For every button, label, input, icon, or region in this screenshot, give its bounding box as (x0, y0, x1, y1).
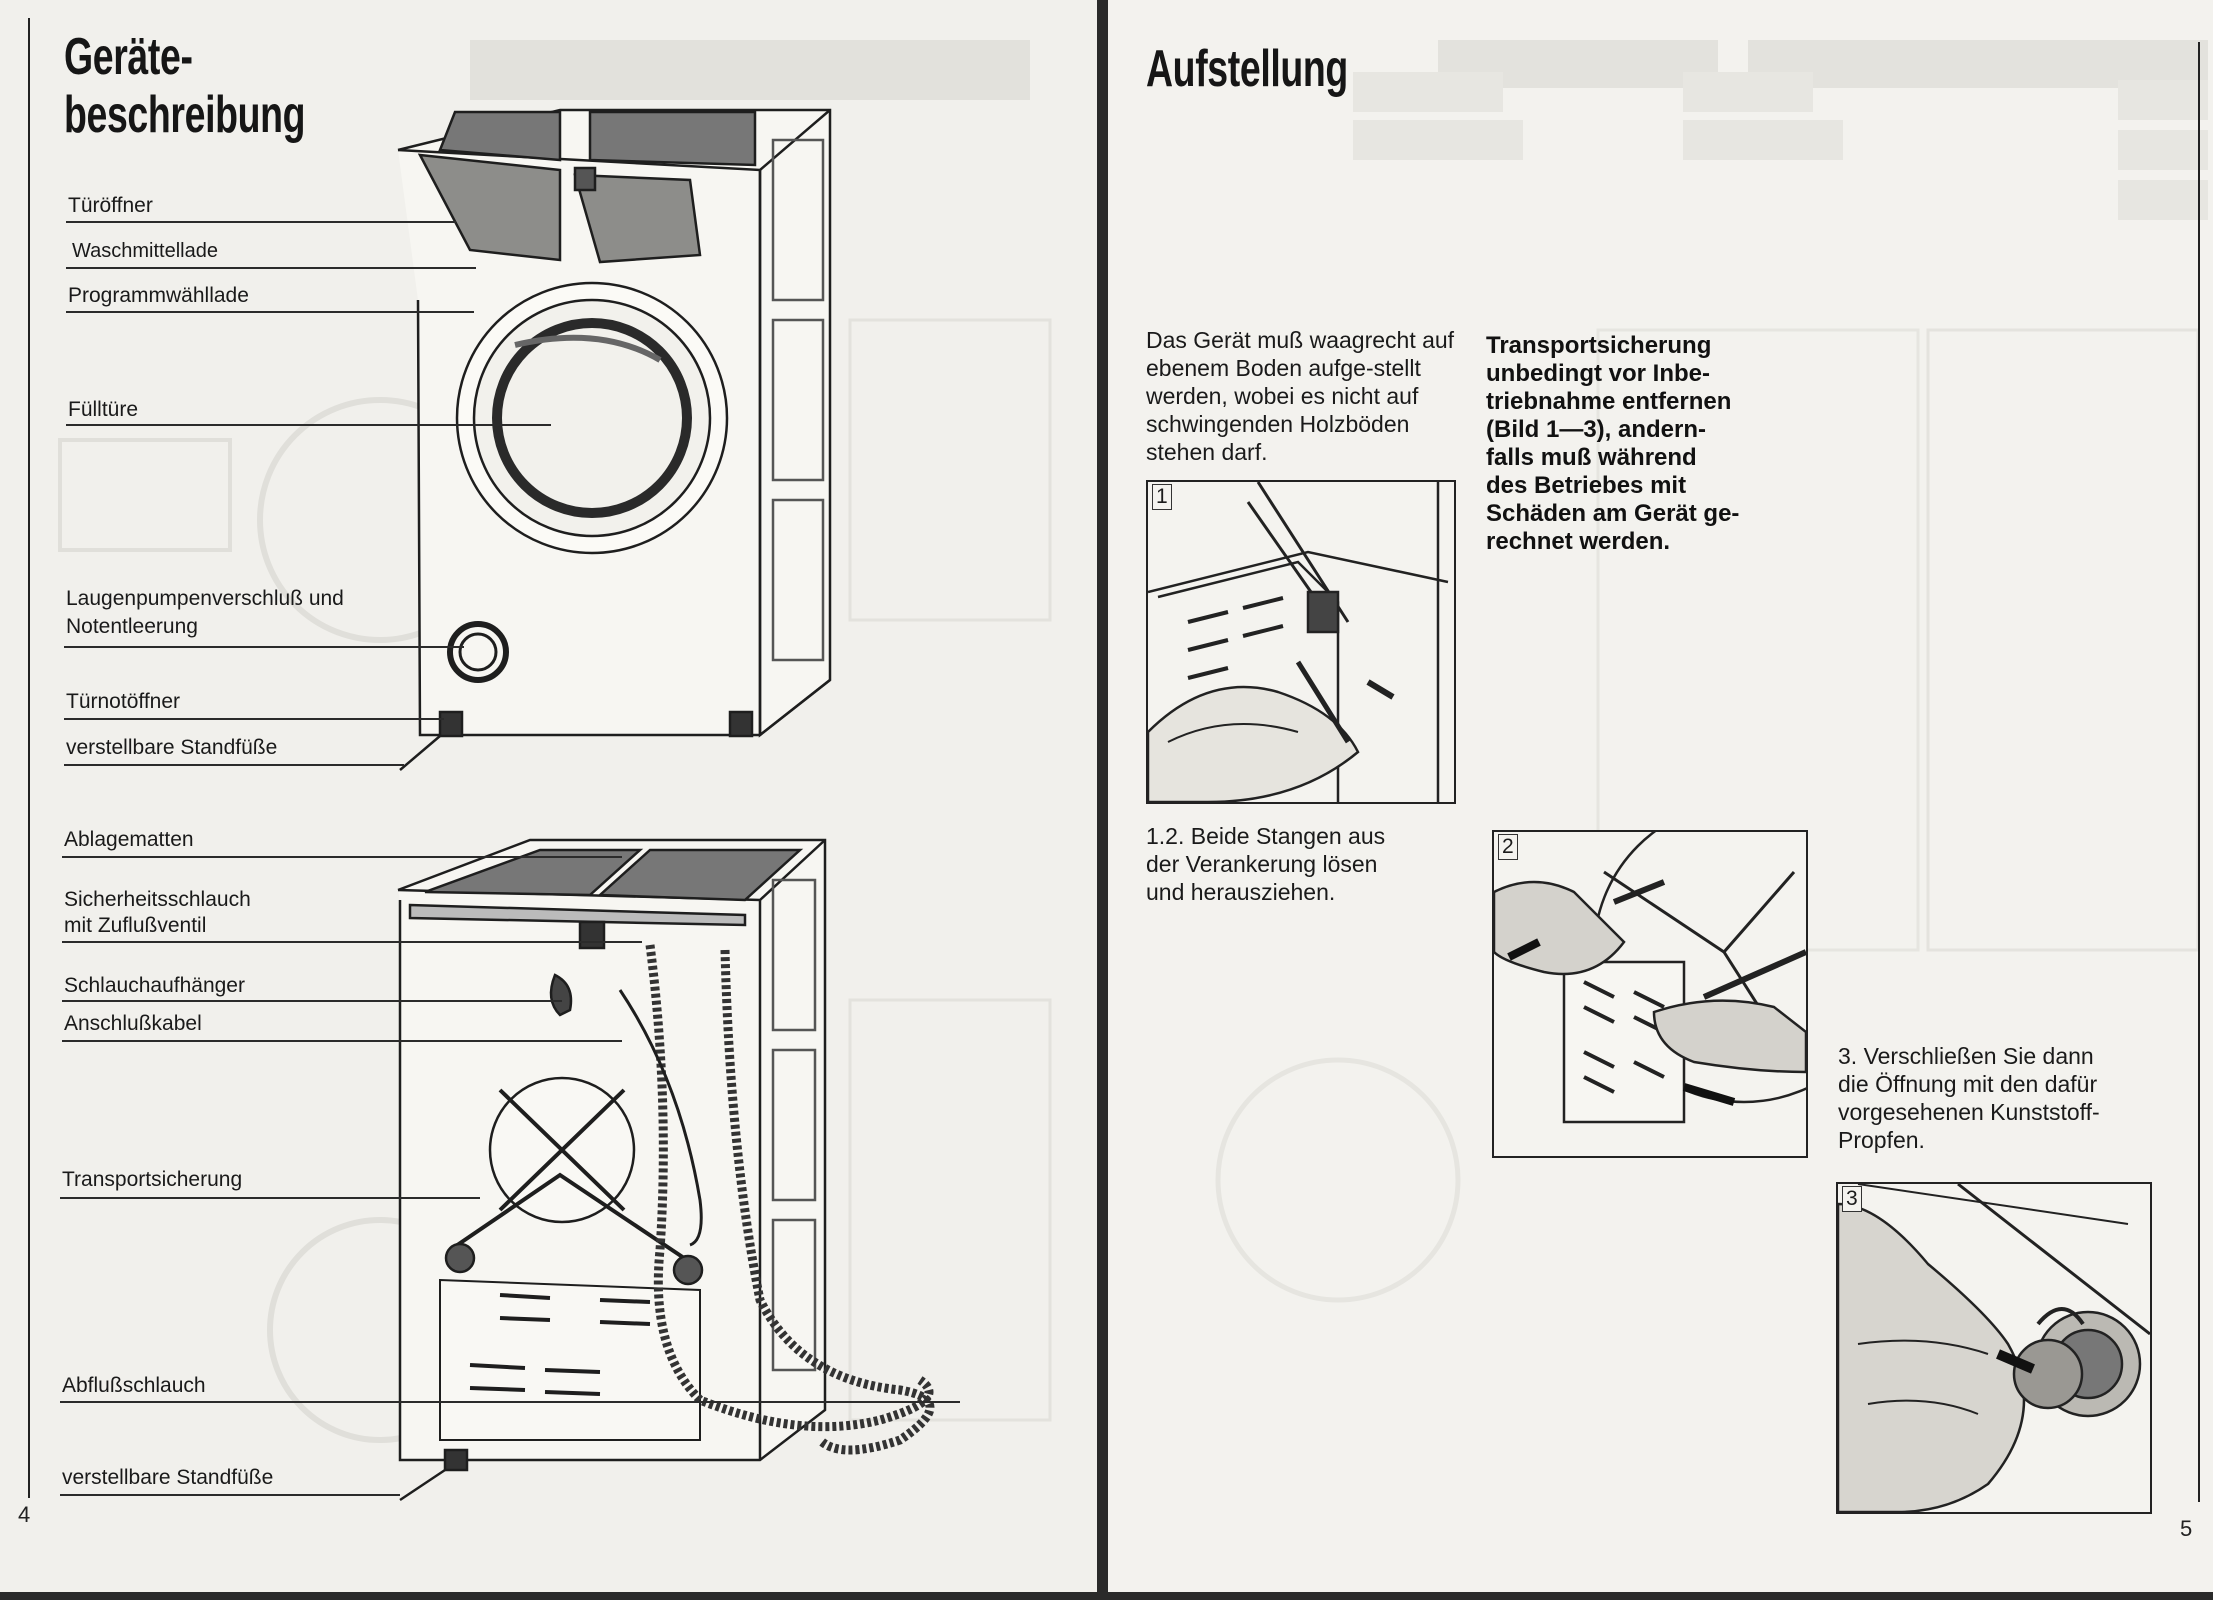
warning-line: rechnet werden. (1486, 528, 1671, 555)
label-abflussschlauch: Abflußschlauch (62, 1374, 206, 1397)
label-sicherheitsschlauch: Sicherheitsschlauch (64, 888, 251, 911)
page-title: Aufstellung (1146, 40, 1348, 98)
figure-2-illustration (1494, 832, 1806, 1124)
leader-line (66, 221, 456, 223)
step-12-line: und herausziehen. (1146, 879, 1336, 905)
step-3-line: die Öffnung mit den dafür (1838, 1071, 2098, 1097)
leader-line (62, 941, 642, 943)
figure-3: 3 (1836, 1182, 2152, 1514)
step-3-line: vorgesehenen Kunststoff- (1838, 1099, 2100, 1125)
leader-line (66, 311, 474, 313)
leader-line (60, 1197, 480, 1199)
leader-line (60, 1401, 960, 1403)
warning-line: des Betriebes mit (1486, 472, 1687, 499)
label-fuelltuere: Fülltüre (68, 398, 139, 421)
warning-line: Transportsicherung (1486, 332, 1712, 359)
label-zuflussventil: mit Zuflußventil (64, 914, 207, 937)
page-title-line1: Geräte- (64, 28, 193, 86)
label-standfuesse-lower: verstellbare Standfüße (62, 1466, 274, 1489)
leader-line (66, 424, 551, 426)
show-through-pattern (1215, 40, 2208, 1303)
leader-line (60, 1494, 400, 1496)
leader-line (64, 764, 404, 766)
leader-line (62, 856, 622, 858)
label-transportsicherung: Transportsicherung (62, 1168, 243, 1191)
leader-line (62, 1040, 622, 1042)
label-standfuesse-upper: verstellbare Standfüße (66, 736, 278, 759)
label-ablagematten: Ablagematten (64, 828, 194, 851)
right-margin-rule (2198, 42, 2200, 1502)
leader-line (64, 718, 444, 720)
warning-line: falls muß während (1486, 444, 1697, 471)
label-laugenpumpenverschluss: Laugenpumpenverschluß und (66, 587, 344, 610)
label-tueroeffner: Türöffner (68, 194, 153, 217)
washing-machine-diagram (397, 108, 935, 1502)
label-waschmittellade: Waschmittellade (72, 240, 218, 262)
page-number-left: 4 (18, 1502, 31, 1527)
figure-1-illustration (1148, 482, 1449, 802)
step-3-line: 3. Verschließen Sie dann (1838, 1043, 2094, 1069)
leader-line (62, 1000, 562, 1002)
page-title-line2: beschreibung (64, 86, 306, 144)
label-notentleerung: Notentleerung (66, 615, 198, 638)
step-12-line: der Verankerung lösen (1146, 851, 1378, 877)
figure-3-illustration (1838, 1184, 2150, 1512)
warning-line: (Bild 1—3), andern- (1486, 416, 1707, 443)
label-programmwaehllade: Programmwähllade (68, 284, 249, 307)
right-page: Aufstellung Das Gerät muß waagrecht auf … (1108, 0, 2213, 1592)
left-margin-rule (28, 18, 30, 1498)
figure-2: 2 (1492, 830, 1808, 1158)
leader-line (64, 646, 464, 648)
warning-line: triebnahme entfernen (1486, 388, 1732, 415)
warning-line: unbedingt vor Inbe- (1486, 360, 1710, 387)
figure-1-number: 1 (1152, 484, 1172, 510)
label-tuernotoeffner: Türnotöffner (66, 690, 181, 713)
figure-2-number: 2 (1498, 834, 1518, 860)
figure-1: 1 (1146, 480, 1456, 804)
figure-3-number: 3 (1842, 1186, 1862, 1212)
warning-line: Schäden am Gerät ge- (1486, 500, 1740, 527)
label-schlauchaufhaenger: Schlauchaufhänger (64, 974, 245, 997)
step-3-line: Propfen. (1838, 1127, 1925, 1153)
step-12-line: 1.2. Beide Stangen aus (1146, 823, 1386, 849)
page-number-right: 5 (2180, 1516, 2193, 1541)
label-anschlusskabel: Anschlußkabel (64, 1012, 202, 1035)
show-through-pattern (58, 40, 1052, 1443)
left-page: Geräte- beschreibung (0, 0, 1097, 1592)
leader-line (66, 267, 476, 269)
intro-text: Das Gerät muß waagrecht auf ebenem Boden… (1146, 327, 1455, 465)
